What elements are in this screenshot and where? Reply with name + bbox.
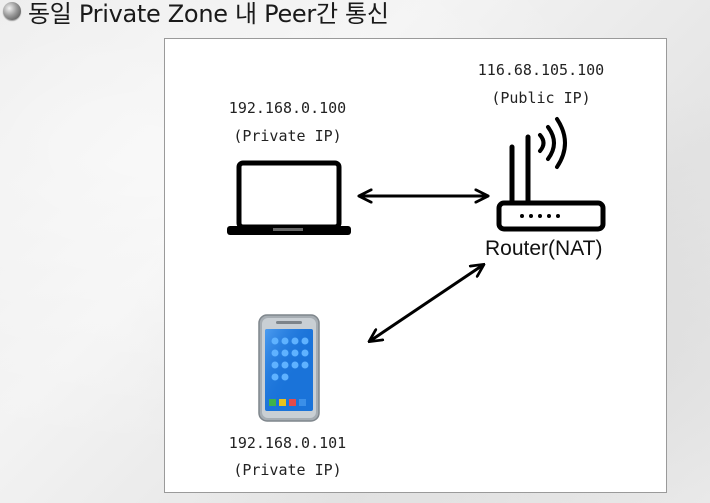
laptop-ip-label: 192.168.0.100 <box>228 99 347 117</box>
laptop-icon <box>227 160 351 235</box>
slide-title: 동일 Private Zone 내 Peer간 통신 <box>28 0 389 28</box>
phone-ip-type-label: (Private IP) <box>233 461 342 479</box>
wifi-router-icon <box>496 117 606 232</box>
smartphone-icon <box>258 314 320 422</box>
slide-heading: 동일 Private Zone 내 Peer간 통신 <box>0 0 389 28</box>
router-ip-type-label: (Public IP) <box>491 89 591 107</box>
diagram-art <box>227 117 606 422</box>
router-ip-label: 116.68.105.100 <box>477 61 605 79</box>
phone-ip-label: 192.168.0.101 <box>228 434 347 452</box>
router-name-label: Router(NAT) <box>485 237 603 260</box>
laptop-ip-type-label: (Private IP) <box>233 127 342 145</box>
phone-router-link <box>370 265 483 341</box>
diagram-panel: 116.68.105.100 (Public IP) 192.168.0.100… <box>164 38 667 493</box>
bullet-icon <box>3 2 21 20</box>
